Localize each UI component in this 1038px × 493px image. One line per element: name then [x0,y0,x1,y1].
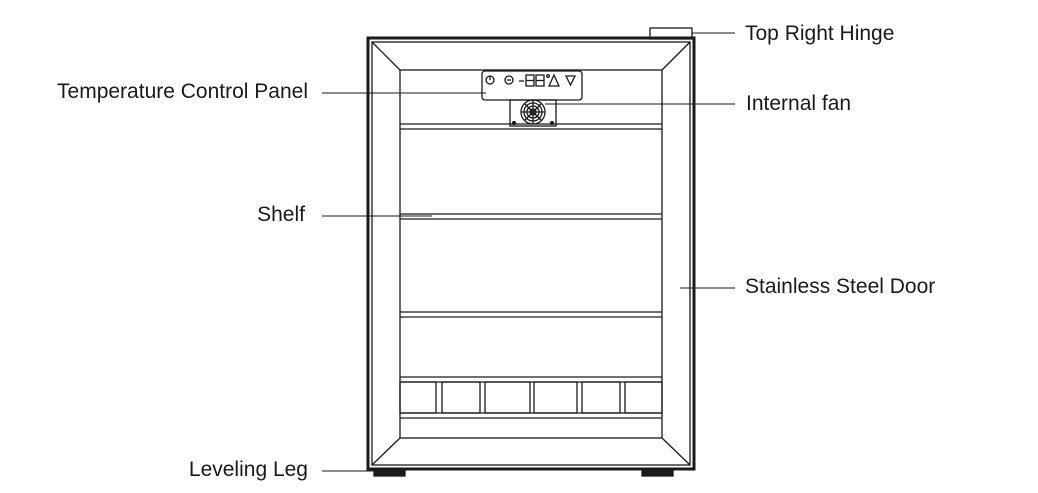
bottom-compartment [399,381,663,414]
internal-fan [509,99,557,127]
door-glass [399,69,663,439]
cabinet-outer-frame [366,36,696,471]
leader-lines [322,32,735,472]
digital-display [525,74,550,87]
label-shelf: Shelf [257,203,305,226]
light-icon [504,75,514,85]
shelves [400,123,662,419]
door-perspective-lines [371,41,691,466]
label-leveling-leg: Leveling Leg [188,458,308,481]
label-internal-fan: Internal fan [746,92,852,115]
down-arrow-icon [564,75,577,87]
leveling-leg-left [373,468,406,477]
label-stainless-steel-door: Stainless Steel Door [745,275,936,298]
up-arrow-icon [547,73,561,87]
temperature-control-panel [481,70,583,101]
leveling-leg-right [641,468,674,477]
cabinet-inner-frame [371,41,691,466]
label-top-right-hinge: Top Right Hinge [745,22,895,45]
label-temperature-control-panel: Temperature Control Panel [57,80,308,103]
